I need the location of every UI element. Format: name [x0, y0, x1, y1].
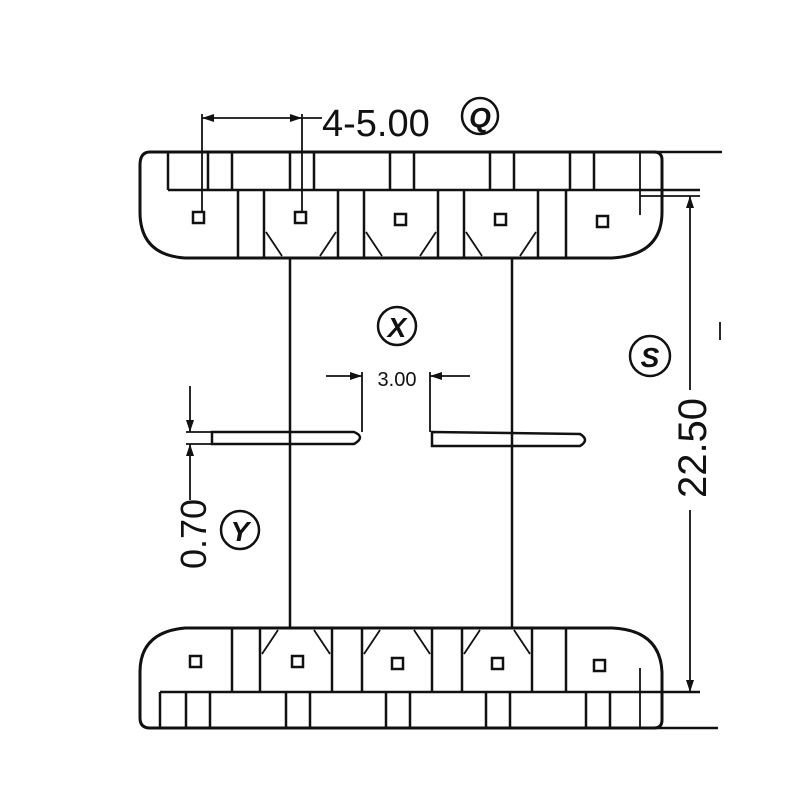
pin-thickness-callout-label: Y [231, 516, 252, 547]
bottom-flange [138, 626, 718, 730]
gap-dimension: 3.00 X [326, 305, 470, 432]
pitch-dimension: 4-5.00 Q [201, 96, 500, 212]
height-dimension-label: 22.50 [671, 398, 715, 498]
gap-dimension-label: 3.00 [378, 369, 417, 391]
gap-callout-label: X [386, 312, 409, 343]
pin-thickness-dimension: 0.70 Y [173, 386, 261, 569]
height-dimension: 22.50 S [628, 195, 721, 693]
pitch-callout-label: Q [469, 102, 491, 133]
height-callout-label: S [641, 342, 660, 373]
center-pins [186, 430, 587, 448]
pitch-dimension-label: 4-5.00 [322, 103, 430, 145]
pin-thickness-dimension-label: 0.70 [173, 499, 214, 569]
top-flange [138, 150, 722, 260]
